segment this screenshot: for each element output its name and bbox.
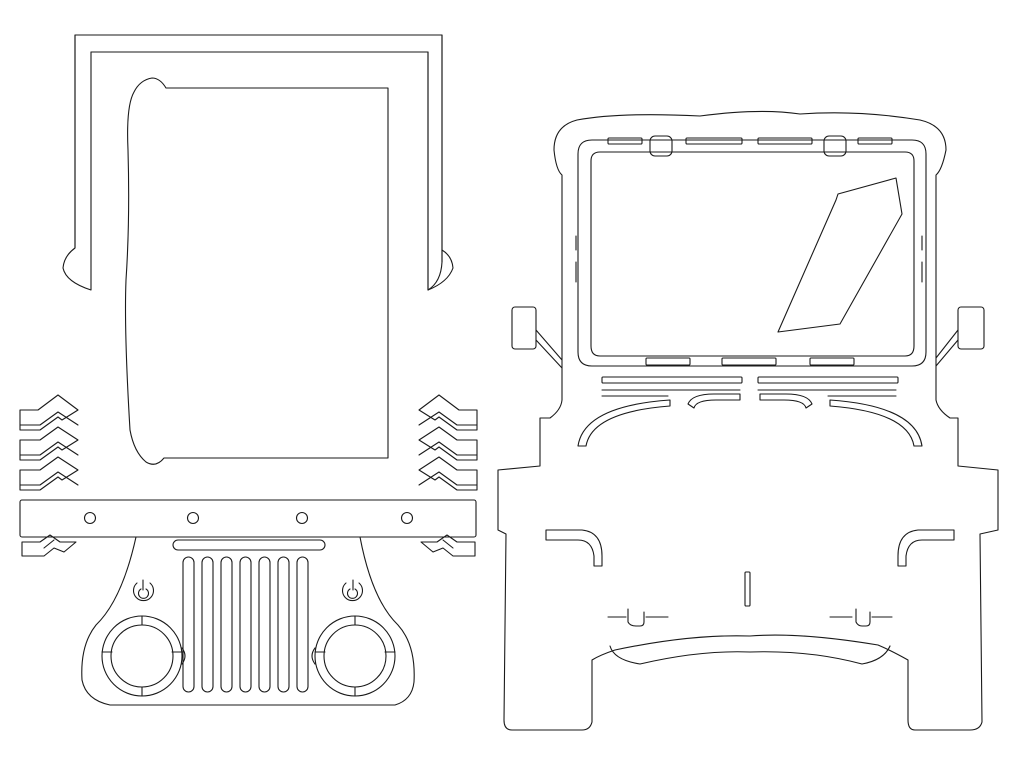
jeep-front-body-panel: [497, 110, 999, 731]
left-mirror: [511, 306, 563, 369]
grille-slot: [201, 556, 214, 693]
wheel-brackets: [545, 529, 955, 567]
windshield-glass: [590, 151, 915, 357]
grille-body: [81, 536, 415, 706]
bolt-hole: [400, 511, 414, 525]
fender-arches: [577, 399, 923, 447]
windshield-hinges: [575, 235, 923, 283]
right-headlight: [311, 615, 396, 697]
right-tire-tread: [418, 394, 478, 557]
grille-slot: [220, 556, 233, 693]
left-tire-tread: [19, 394, 79, 557]
left-headlight: [101, 615, 186, 697]
windshield-frame: [577, 139, 927, 367]
left-turn-signal: [132, 579, 155, 602]
bolt-hole: [295, 511, 309, 525]
right-turn-signal: [341, 579, 364, 602]
photo-window: [124, 77, 389, 465]
lower-tabs: [607, 608, 893, 627]
grille-top-slot: [172, 539, 326, 551]
bolt-hole: [186, 511, 200, 525]
windshield-reflection: [777, 177, 903, 333]
hood-vents: [601, 376, 899, 409]
frame-top-bracket: [62, 34, 454, 291]
bolt-hole: [83, 511, 97, 525]
right-mirror: [935, 306, 985, 367]
windshield-bottom-slots: [645, 357, 855, 366]
grille-slot: [258, 556, 271, 693]
bumper-bolts: [83, 511, 414, 525]
grille-slot: [239, 556, 252, 693]
grille-slots: [182, 556, 309, 693]
windshield-top-slots: [607, 135, 893, 157]
photo-frame-jeep-front: [19, 34, 478, 706]
grille-slot: [182, 556, 195, 693]
front-bumper: [19, 499, 477, 538]
body-outline: [497, 110, 999, 731]
grille-slot: [296, 556, 309, 693]
grille-slot: [277, 556, 290, 693]
center-slot: [744, 571, 751, 607]
lower-bumper-curve: [609, 645, 891, 665]
